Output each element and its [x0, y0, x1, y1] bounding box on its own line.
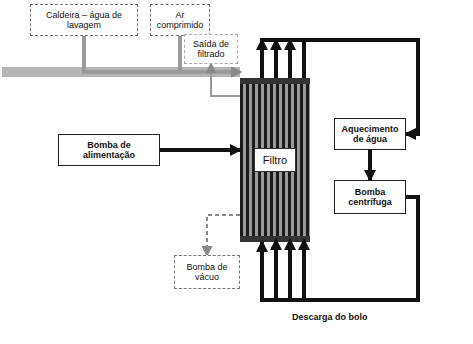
flow-line — [260, 38, 306, 42]
pump-box: Bomba centrífuga — [334, 180, 406, 214]
node-text: Filtro — [254, 148, 296, 173]
filter-plates — [240, 82, 310, 238]
flow-arrow — [274, 44, 278, 78]
node-text: Ar comprimido — [155, 10, 205, 31]
pump-box: Bomba de vácuo — [174, 255, 240, 289]
node-text: Saída de filtrado — [188, 39, 234, 60]
flow-arrow — [288, 244, 292, 300]
flow-connector — [368, 150, 372, 180]
flow-connector — [84, 36, 240, 72]
flow-arrow — [288, 44, 292, 78]
flow-connector — [160, 148, 240, 152]
flow-arrow — [260, 44, 264, 78]
flow-arrow — [302, 244, 306, 300]
heater-box: Aquecimento de água — [334, 118, 406, 150]
node-text: Bomba de vácuo — [179, 262, 235, 283]
filter-head — [240, 78, 310, 84]
node-text: Bomba centrífuga — [339, 187, 401, 208]
pump-box: Bomba de alimentação — [58, 134, 160, 166]
flow-arrow — [274, 244, 278, 300]
node-text: Aquecimento de água — [339, 124, 401, 145]
node-text: Caldeira – água de lavagem — [35, 10, 133, 31]
output-box: Saída de filtrado — [184, 34, 238, 64]
source-box: Caldeira – água de lavagem — [30, 4, 138, 36]
flow-connector — [211, 64, 240, 96]
filter-foot — [240, 236, 310, 242]
source-box: Ar comprimido — [150, 4, 210, 36]
caption-label: Descarga do bolo — [292, 312, 368, 322]
flow-connector — [207, 215, 240, 255]
filter-unit: Filtro — [240, 78, 310, 242]
node-text: Bomba de alimentação — [63, 140, 155, 161]
